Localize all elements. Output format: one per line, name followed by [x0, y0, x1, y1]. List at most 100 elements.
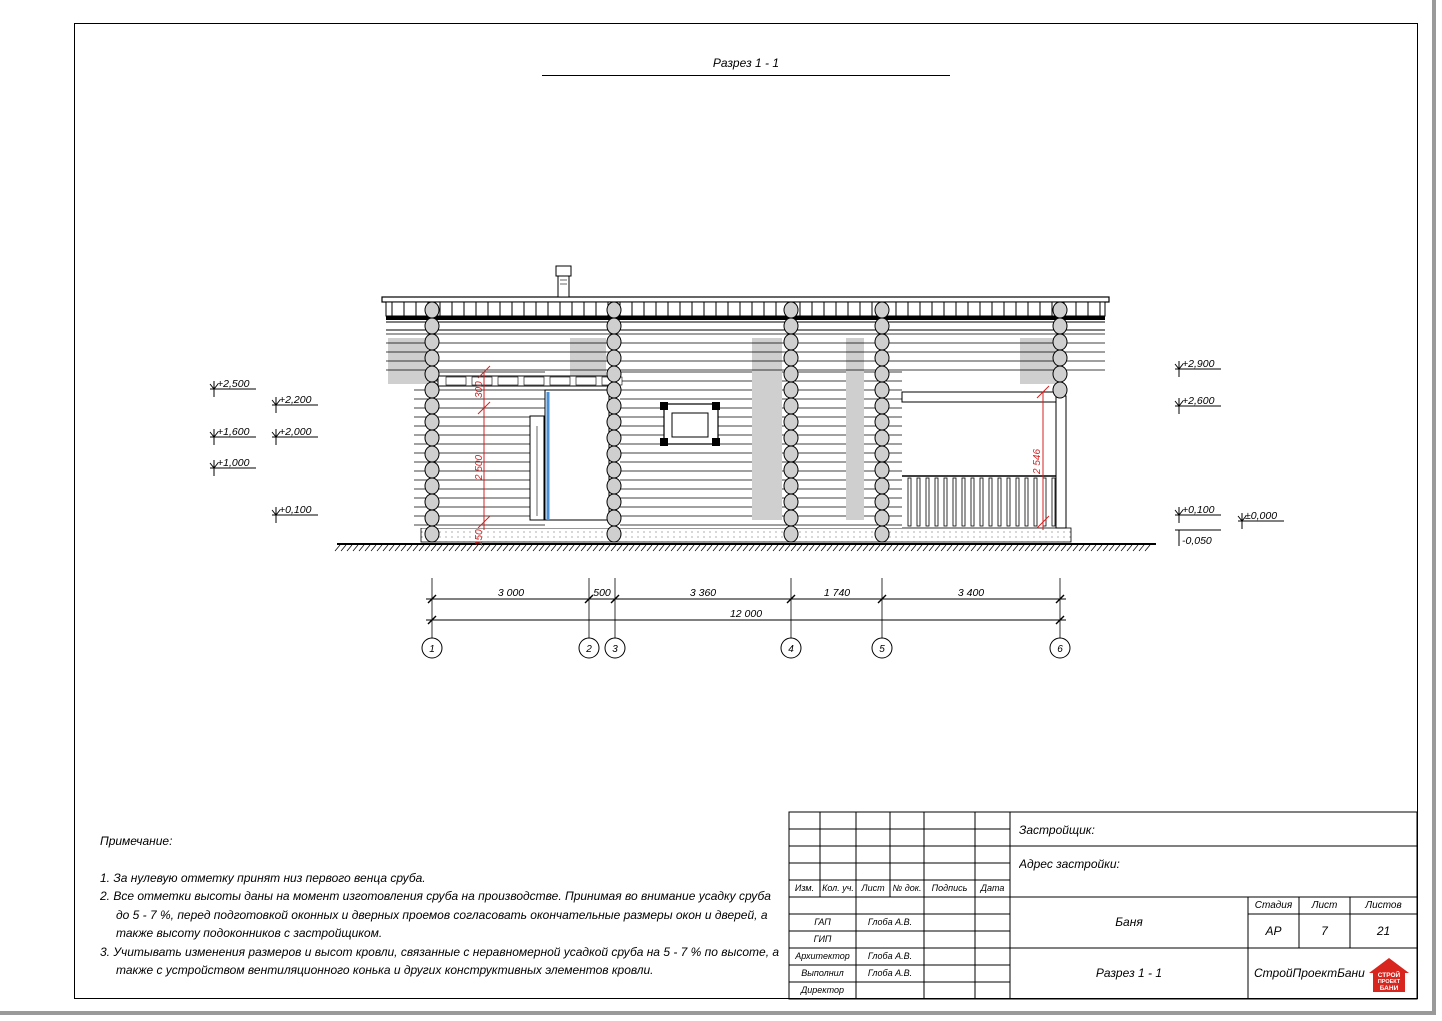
log-cross-section	[1052, 301, 1068, 319]
log-cross-section	[783, 365, 799, 383]
stamp-object: Баня	[1115, 915, 1143, 929]
log-walls	[386, 333, 1105, 529]
stamp-stage-label: Стадия	[1254, 900, 1293, 911]
log-cross-section	[606, 413, 622, 431]
log-cross-section	[783, 525, 799, 543]
log-cross-section	[783, 509, 799, 527]
log-cross-section	[874, 429, 890, 447]
log-cross-section	[874, 509, 890, 527]
axis-marker: 6	[1049, 637, 1071, 659]
stamp-sheets-label: Листов	[1365, 900, 1402, 911]
log-cross-section	[783, 477, 799, 495]
log-cross-section	[874, 477, 890, 495]
log-cross-section	[606, 429, 622, 447]
log-cross-section	[606, 349, 622, 367]
log-cross-section	[424, 477, 440, 495]
log-cross-section	[424, 445, 440, 463]
axis-marker: 2	[578, 637, 600, 659]
axis-marker: 1	[421, 637, 443, 659]
stamp-col-date: Дата	[980, 883, 1005, 893]
stamp-role-director: Директор	[800, 985, 845, 995]
log-cross-section	[783, 333, 799, 351]
level-value: +2,200	[279, 394, 312, 406]
log-cross-section	[1052, 333, 1068, 351]
stamp-stage: АР	[1265, 924, 1282, 938]
log-cross-section	[783, 429, 799, 447]
log-cross-section	[1052, 381, 1068, 399]
stamp-company: СтройПроектБани	[1254, 966, 1365, 980]
level-mark: +2,200	[271, 394, 318, 413]
log-cross-section	[424, 509, 440, 527]
log-cross-section	[874, 381, 890, 399]
log-cross-section	[606, 381, 622, 399]
notes-heading: Примечание:	[100, 834, 173, 848]
log-cross-section	[1052, 365, 1068, 383]
log-cross-section	[424, 525, 440, 543]
level-value: +2,500	[217, 378, 250, 390]
level-value: +2,600	[1182, 395, 1215, 407]
axis-marker: 4	[780, 637, 802, 659]
axis-marker: 3	[604, 637, 626, 659]
log-cross-section	[783, 413, 799, 431]
notes-block: Примечание: 1. За нулевую отметку принят…	[100, 832, 780, 980]
log-cross-section	[783, 445, 799, 463]
log-cross-section	[606, 301, 622, 319]
log-cross-section	[783, 461, 799, 479]
log-cross-section	[874, 333, 890, 351]
log-cross-section	[606, 477, 622, 495]
stamp-drawing-name: Разрез 1 - 1	[1095, 966, 1163, 980]
height-dimensions: 300 2 500 150 2 546	[474, 365, 1050, 546]
log-cross-section	[874, 301, 890, 319]
log-cross-section	[783, 397, 799, 415]
stamp-name-architect: Глоба А.В.	[867, 951, 913, 961]
dimension-value: 3 400	[958, 587, 984, 599]
log-cross-section	[424, 381, 440, 399]
log-cross-section	[424, 349, 440, 367]
log-cross-section	[424, 397, 440, 415]
note-2: 2. Все отметки высоты даны на момент изг…	[100, 889, 771, 940]
stamp-col-doc: № док.	[892, 883, 922, 893]
log-cross-section	[424, 301, 440, 319]
level-value: +1,000	[217, 457, 250, 469]
level-mark: ±0,000	[1237, 510, 1284, 529]
level-value: ±0,000	[1245, 510, 1277, 522]
log-cross-section	[424, 333, 440, 351]
drawing-frame	[74, 23, 1418, 999]
roof	[381, 296, 1110, 331]
log-cross-section	[874, 365, 890, 383]
door-opening	[529, 389, 610, 521]
log-cross-section	[424, 413, 440, 431]
log-cross-section	[874, 461, 890, 479]
log-cross-section	[606, 461, 622, 479]
svg-text:ПРОЕКТ: ПРОЕКТ	[1378, 979, 1401, 985]
note-1: 1. За нулевую отметку принят низ первого…	[100, 870, 426, 885]
dimension-value: 500	[593, 587, 611, 599]
dimension-value: 3 000	[498, 587, 524, 599]
window	[660, 402, 720, 446]
level-mark: +0,100	[1174, 504, 1221, 523]
level-mark: -0,050	[1175, 529, 1221, 547]
log-cross-section	[606, 333, 622, 351]
level-value: -0,050	[1182, 535, 1212, 547]
log-cross-section	[424, 317, 440, 335]
axis-label: 1	[429, 644, 435, 655]
stamp-role-gap: ГАП	[814, 917, 831, 927]
log-cross-section	[606, 509, 622, 527]
log-cross-section	[874, 349, 890, 367]
dim-2546: 2 546	[1032, 449, 1043, 475]
level-value: +0,100	[1182, 504, 1215, 516]
ground-line	[334, 543, 1156, 552]
log-cross-section	[424, 461, 440, 479]
stamp-col-list: Лист	[861, 883, 885, 893]
stamp-role-gip: ГИП	[813, 934, 832, 944]
log-cross-section	[606, 445, 622, 463]
porch-railing	[902, 475, 1056, 527]
log-cross-section	[424, 429, 440, 447]
stamp-sheet-label: Лист	[1311, 900, 1338, 911]
stamp-name-executor: Глоба А.В.	[867, 968, 913, 978]
level-mark: +2,500	[209, 378, 256, 397]
